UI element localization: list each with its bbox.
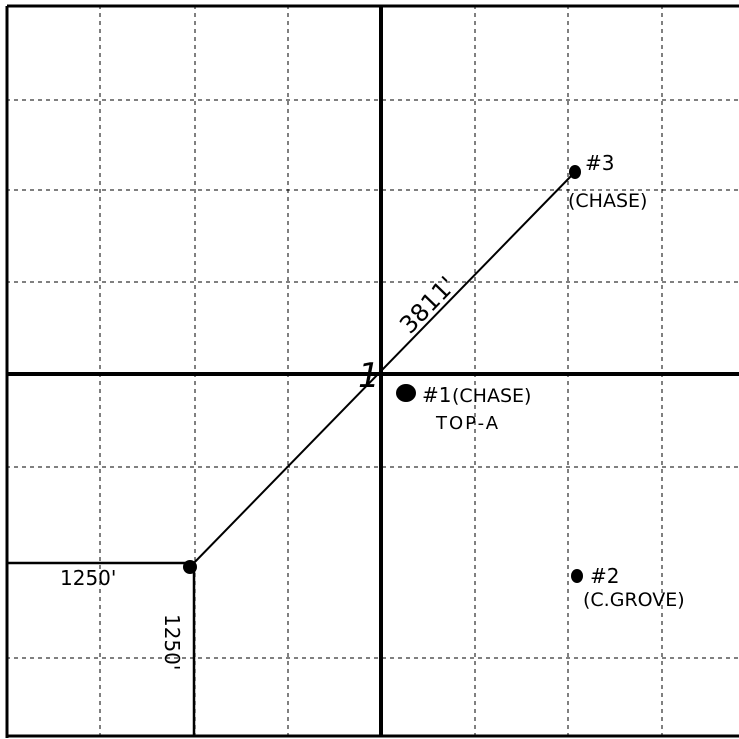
well-1-number: #1 (422, 383, 451, 407)
well-1-name: (CHASE) (452, 385, 531, 407)
well-1-dot (396, 384, 416, 402)
surface-location-dot (183, 560, 197, 574)
well-2-number: #2 (590, 564, 619, 588)
well-1-note: TOP-A (435, 413, 500, 434)
offset-horizontal-label: 1250' (60, 566, 116, 590)
well-2-name: (C.GROVE) (583, 589, 685, 611)
well-line (189, 171, 576, 568)
well-3-number: #3 (585, 151, 614, 175)
well-3-name: (CHASE) (568, 190, 647, 212)
offset-vertical-label: 1250' (160, 614, 184, 670)
well-2-dot (571, 569, 583, 583)
section-number: 1 (358, 356, 380, 396)
well-3-dot (569, 165, 581, 179)
